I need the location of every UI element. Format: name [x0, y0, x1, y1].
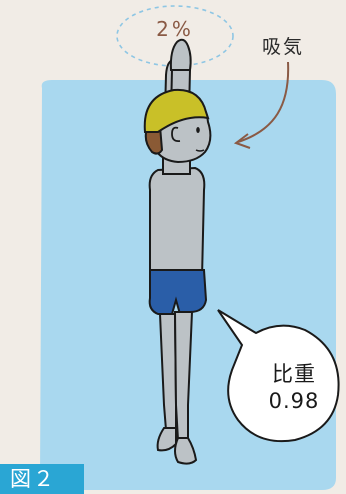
mouth [195, 149, 205, 152]
surface-percent-label: 2% [156, 17, 194, 41]
ear [171, 126, 181, 143]
front-foot [174, 437, 198, 465]
breath-arrowhead [233, 133, 251, 149]
specific-gravity-value: 0.98 [268, 389, 320, 413]
swim-cap [143, 88, 210, 133]
hands [169, 38, 192, 71]
breath-arrow [237, 61, 290, 143]
swimsuit [148, 269, 208, 316]
torso [148, 166, 206, 279]
figure-tag: 図２ [0, 464, 84, 494]
eye [196, 127, 200, 133]
specific-gravity-label: 比重 0.98 [246, 361, 342, 415]
gravity-bubble [217, 309, 340, 443]
specific-gravity-title: 比重 [272, 362, 316, 386]
surface-ellipse [116, 5, 234, 67]
breath-label: 吸気 [262, 36, 305, 58]
